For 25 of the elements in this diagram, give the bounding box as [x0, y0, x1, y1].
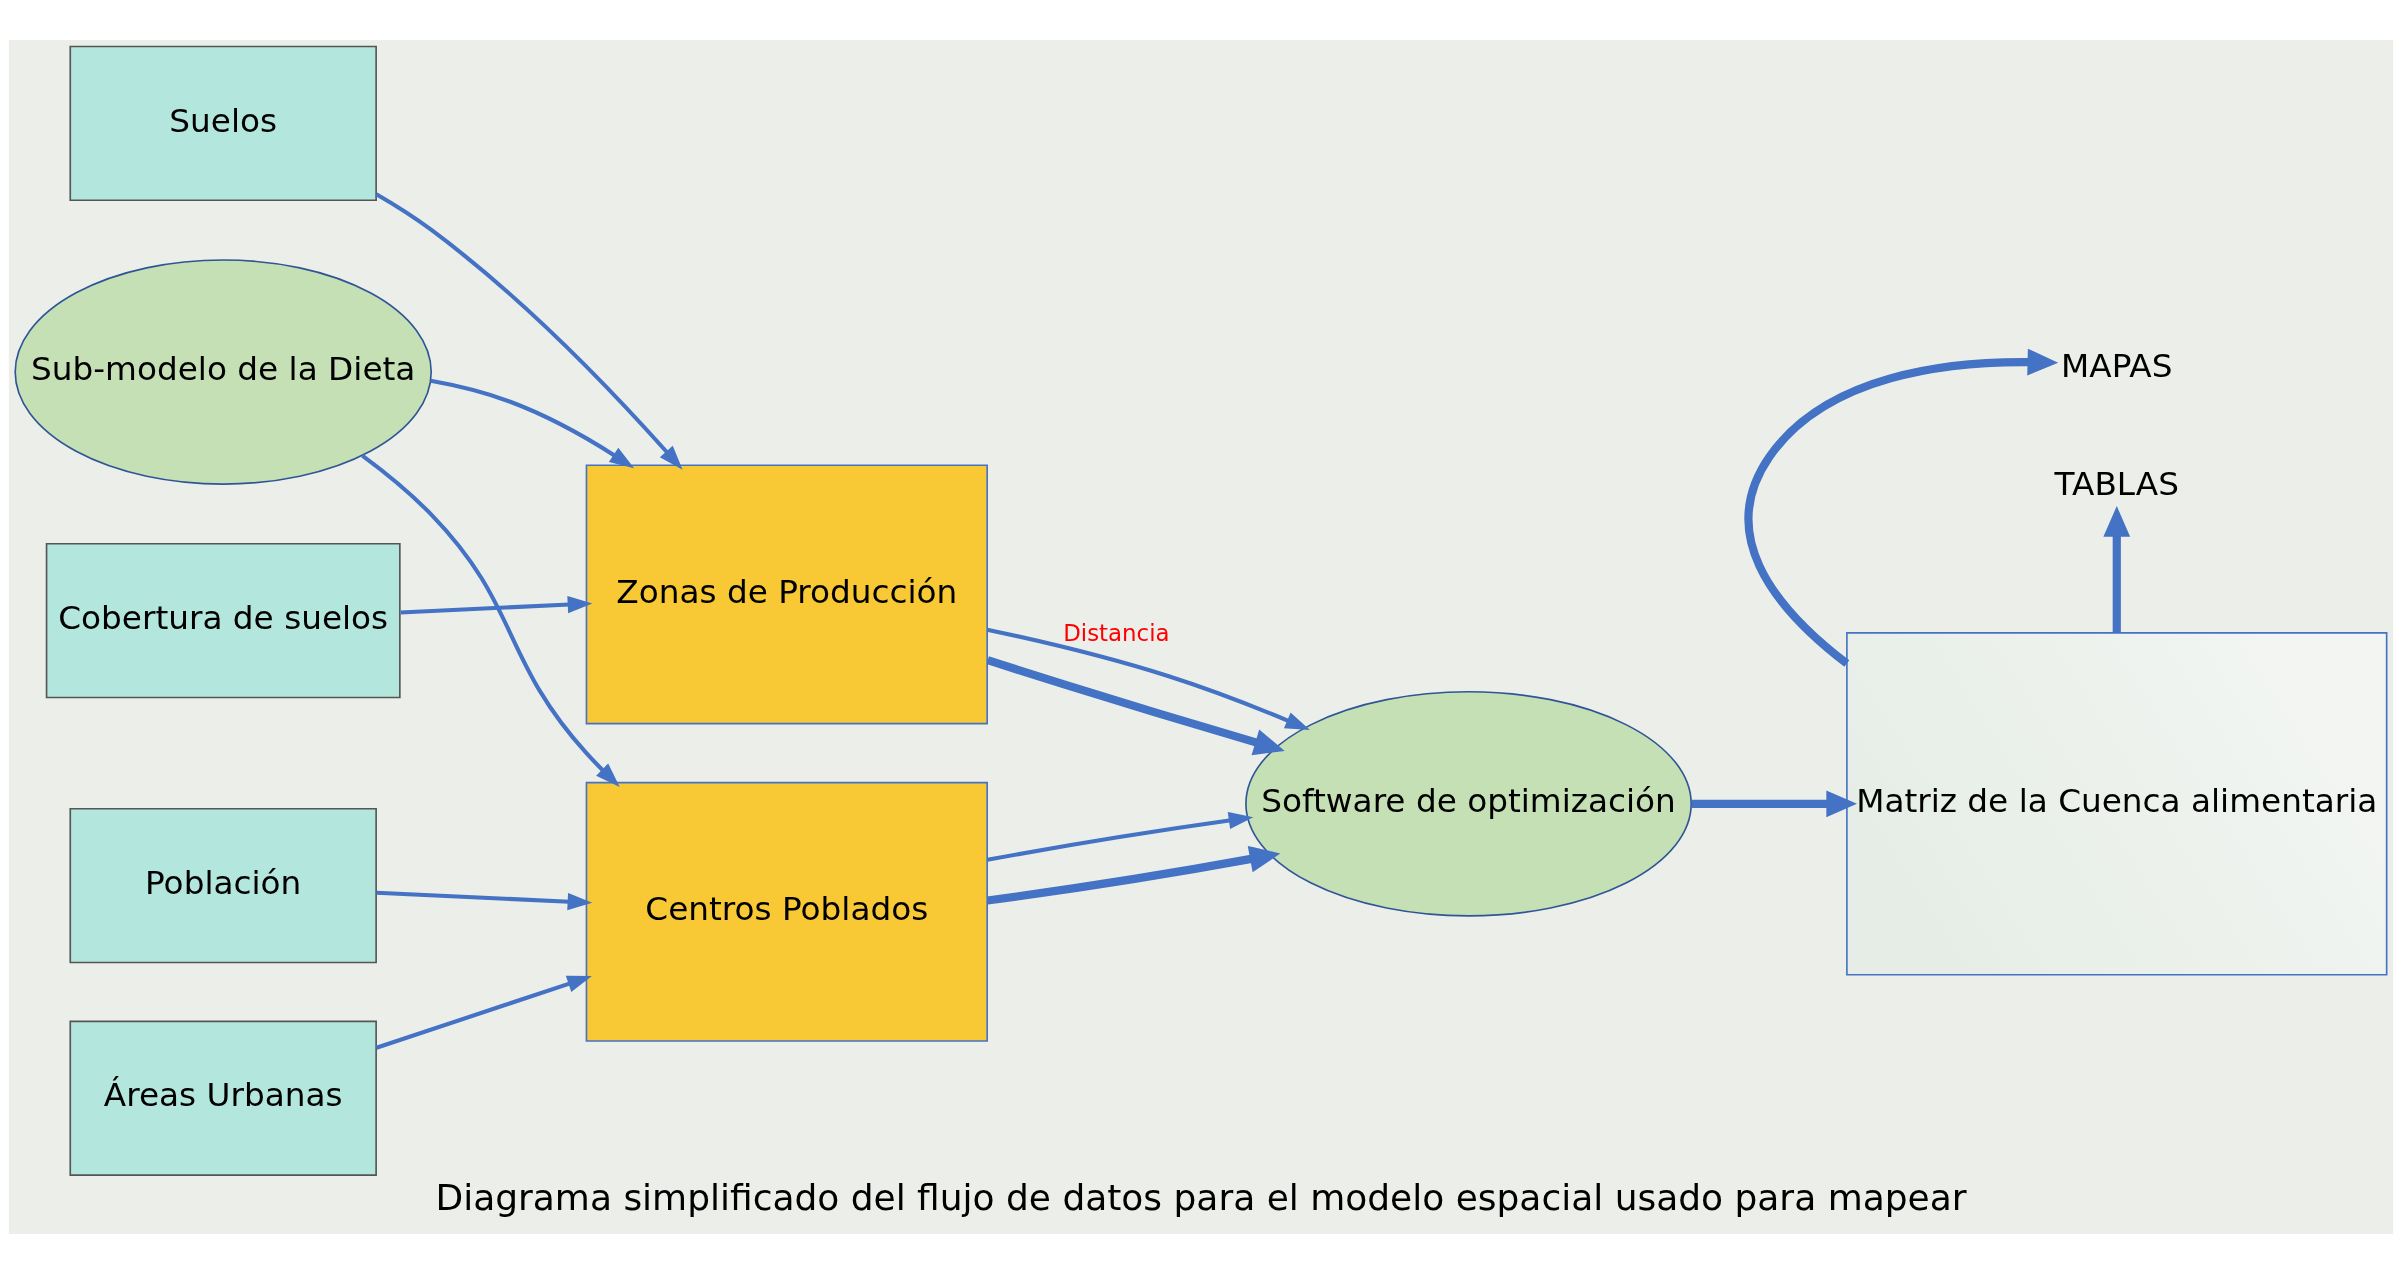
node-text: TABLAS	[2054, 464, 2179, 503]
node-text: MAPAS	[2061, 346, 2173, 385]
arrow	[987, 812, 1254, 862]
arrow	[375, 975, 592, 1050]
node-box: Cobertura de suelos	[45, 542, 401, 699]
arrow	[986, 627, 1310, 730]
arrow	[1691, 790, 1857, 818]
arrow	[986, 656, 1285, 756]
arrow	[375, 192, 683, 470]
node-box: Matriz de la Cuenca alimentaria	[1846, 632, 2388, 976]
arrow	[361, 454, 620, 787]
node-box: Centros Poblados	[585, 781, 988, 1042]
edge-label: Distancia	[1063, 619, 1170, 646]
arrow	[1744, 348, 2059, 667]
node-box: Zonas de Producción	[585, 464, 988, 725]
arrow	[376, 890, 593, 911]
caption: Diagrama simplificado del flujo de datos para el modelo espacial usado para mapear	[435, 1177, 1967, 1219]
arrow	[400, 596, 593, 615]
node-box: Suelos	[69, 45, 377, 202]
arrow	[430, 378, 635, 469]
node-box: Población	[69, 807, 377, 964]
arrow	[986, 845, 1281, 905]
node-box: Áreas Urbanas	[69, 1020, 377, 1176]
node-ellipse: Sub-modelo de la Dieta	[14, 259, 433, 485]
arrow	[2103, 506, 2131, 633]
